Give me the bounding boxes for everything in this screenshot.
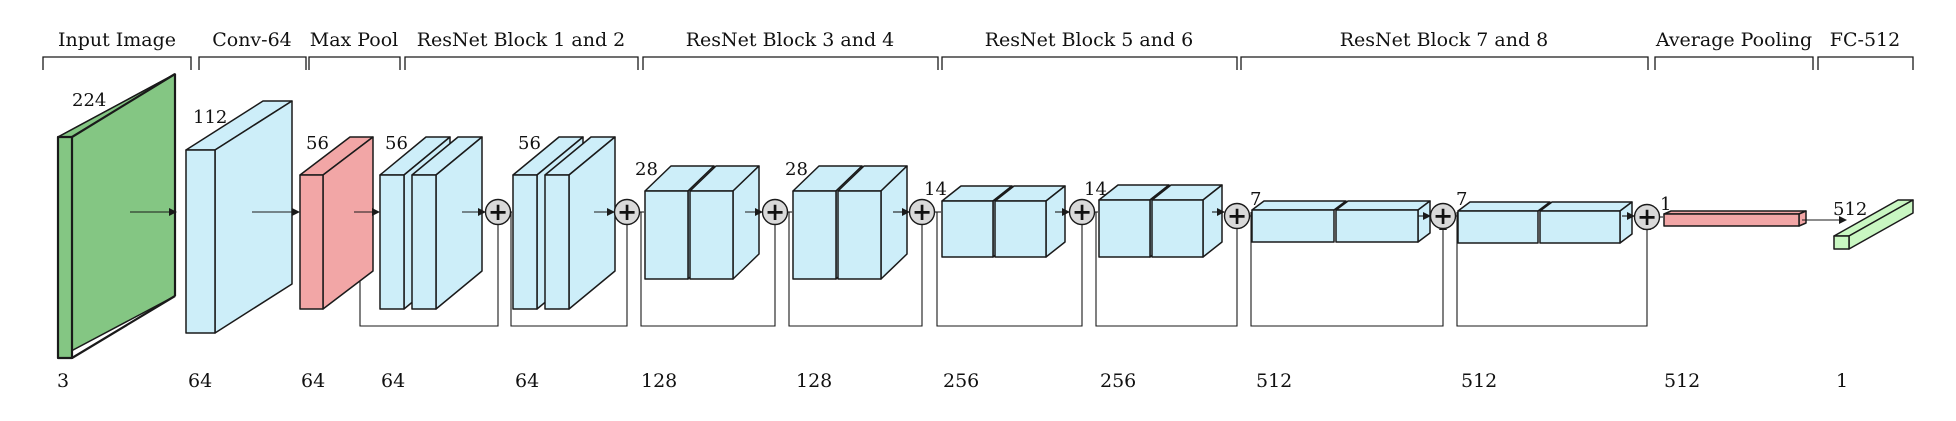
resnet-block-3 <box>644 165 760 280</box>
bracket-input-image <box>42 56 192 70</box>
bracket-resnet-block-5-6 <box>941 56 1238 70</box>
adder-node: + <box>908 197 936 226</box>
skip-connections <box>359 212 1648 327</box>
channel-label: 64 <box>381 370 405 392</box>
channel-label: 128 <box>641 370 677 392</box>
channel-label: 3 <box>57 370 69 392</box>
resnet-block-8 <box>1457 201 1633 244</box>
bracket-max-pool <box>308 56 401 70</box>
spatial-size-label: 28 <box>635 159 658 180</box>
bracket-resnet-block-7-8 <box>1240 56 1649 70</box>
segment-title: ResNet Block 1 and 2 <box>417 29 626 51</box>
spatial-size-label: 14 <box>1084 179 1107 200</box>
adder-node: + <box>761 197 789 226</box>
segment-titles: Input Image Conv-64 Max Pool ResNet Bloc… <box>58 29 1900 51</box>
channel-label: 256 <box>943 370 979 392</box>
resnet-block-1 <box>379 136 483 310</box>
segment-title: Conv-64 <box>212 29 292 51</box>
layer-blocks <box>56 73 1914 360</box>
adder-plus: + <box>1637 202 1657 231</box>
spatial-size-label: 224 <box>72 90 106 111</box>
segment-title: ResNet Block 3 and 4 <box>686 29 895 51</box>
channel-label: 1 <box>1836 370 1848 392</box>
skip-connection <box>788 212 923 327</box>
adder-plus: + <box>1072 197 1092 226</box>
spatial-size-label: 56 <box>518 133 541 154</box>
skip-connection <box>936 212 1083 327</box>
adder-node: + <box>613 197 641 226</box>
channel-label: 512 <box>1256 370 1292 392</box>
spatial-size-label: 112 <box>193 107 227 128</box>
adder-node: + <box>484 197 512 226</box>
spatial-size-label: 7 <box>1250 189 1261 210</box>
skip-connection <box>1095 212 1238 327</box>
adder-plus: + <box>617 197 637 226</box>
bracket-fc-512 <box>1817 56 1914 70</box>
channel-label: 64 <box>188 370 212 392</box>
channel-label: 64 <box>301 370 325 392</box>
segment-title: ResNet Block 7 and 8 <box>1340 29 1549 51</box>
bracket-average-pooling <box>1654 56 1814 70</box>
resnet-block-5 <box>941 185 1066 258</box>
max-pool-block <box>299 136 374 310</box>
skip-connection <box>1250 212 1444 327</box>
segment-title: Input Image <box>58 29 176 51</box>
adder-nodes: + + + + + + + + <box>484 197 1661 231</box>
skip-connection <box>510 212 628 327</box>
input-image-block <box>56 73 177 360</box>
adder-plus: + <box>1433 201 1453 230</box>
resnet-block-2 <box>512 136 616 310</box>
channel-label: 128 <box>796 370 832 392</box>
segment-title: FC-512 <box>1830 29 1900 51</box>
skip-connection <box>1456 212 1648 327</box>
spatial-size-label: 14 <box>924 179 947 200</box>
resnet-block-6 <box>1098 184 1223 258</box>
channel-label: 512 <box>1461 370 1497 392</box>
skip-connection <box>640 212 776 327</box>
conv-64-block <box>185 100 293 334</box>
spatial-size-label: 7 <box>1456 189 1467 210</box>
adder-node: + <box>1429 201 1457 230</box>
resnet-block-7 <box>1251 200 1431 243</box>
adder-plus: + <box>765 197 785 226</box>
channel-labels: 3 64 64 64 64 128 128 256 256 512 512 51… <box>57 370 1848 392</box>
spatial-size-label: 1 <box>1660 194 1671 215</box>
channel-label: 512 <box>1664 370 1700 392</box>
spatial-size-label: 56 <box>306 133 329 154</box>
adder-plus: + <box>912 197 932 226</box>
adder-node: + <box>1633 202 1661 231</box>
resnet-block-4 <box>792 165 908 280</box>
adder-node: + <box>1068 197 1096 226</box>
channel-label: 64 <box>515 370 539 392</box>
adder-plus: + <box>488 197 508 226</box>
segment-title: Average Pooling <box>1655 29 1812 51</box>
bracket-resnet-block-3-4 <box>642 56 939 70</box>
adder-node: + <box>1223 201 1251 230</box>
bracket-conv-64 <box>198 56 307 70</box>
fc-512-block <box>1833 199 1914 250</box>
spatial-size-label: 56 <box>385 133 408 154</box>
segment-title: Max Pool <box>310 29 399 51</box>
bracket-resnet-block-1-2 <box>404 56 639 70</box>
adder-plus: + <box>1227 201 1247 230</box>
segment-title: ResNet Block 5 and 6 <box>985 29 1194 51</box>
segment-brackets <box>42 56 1914 70</box>
spatial-size-labels: 224 112 56 56 56 28 28 14 14 7 7 1 512 <box>72 90 1867 220</box>
channel-label: 256 <box>1100 370 1136 392</box>
average-pooling-block <box>1663 210 1807 227</box>
spatial-size-label: 28 <box>785 159 808 180</box>
spatial-size-label: 512 <box>1833 199 1867 220</box>
